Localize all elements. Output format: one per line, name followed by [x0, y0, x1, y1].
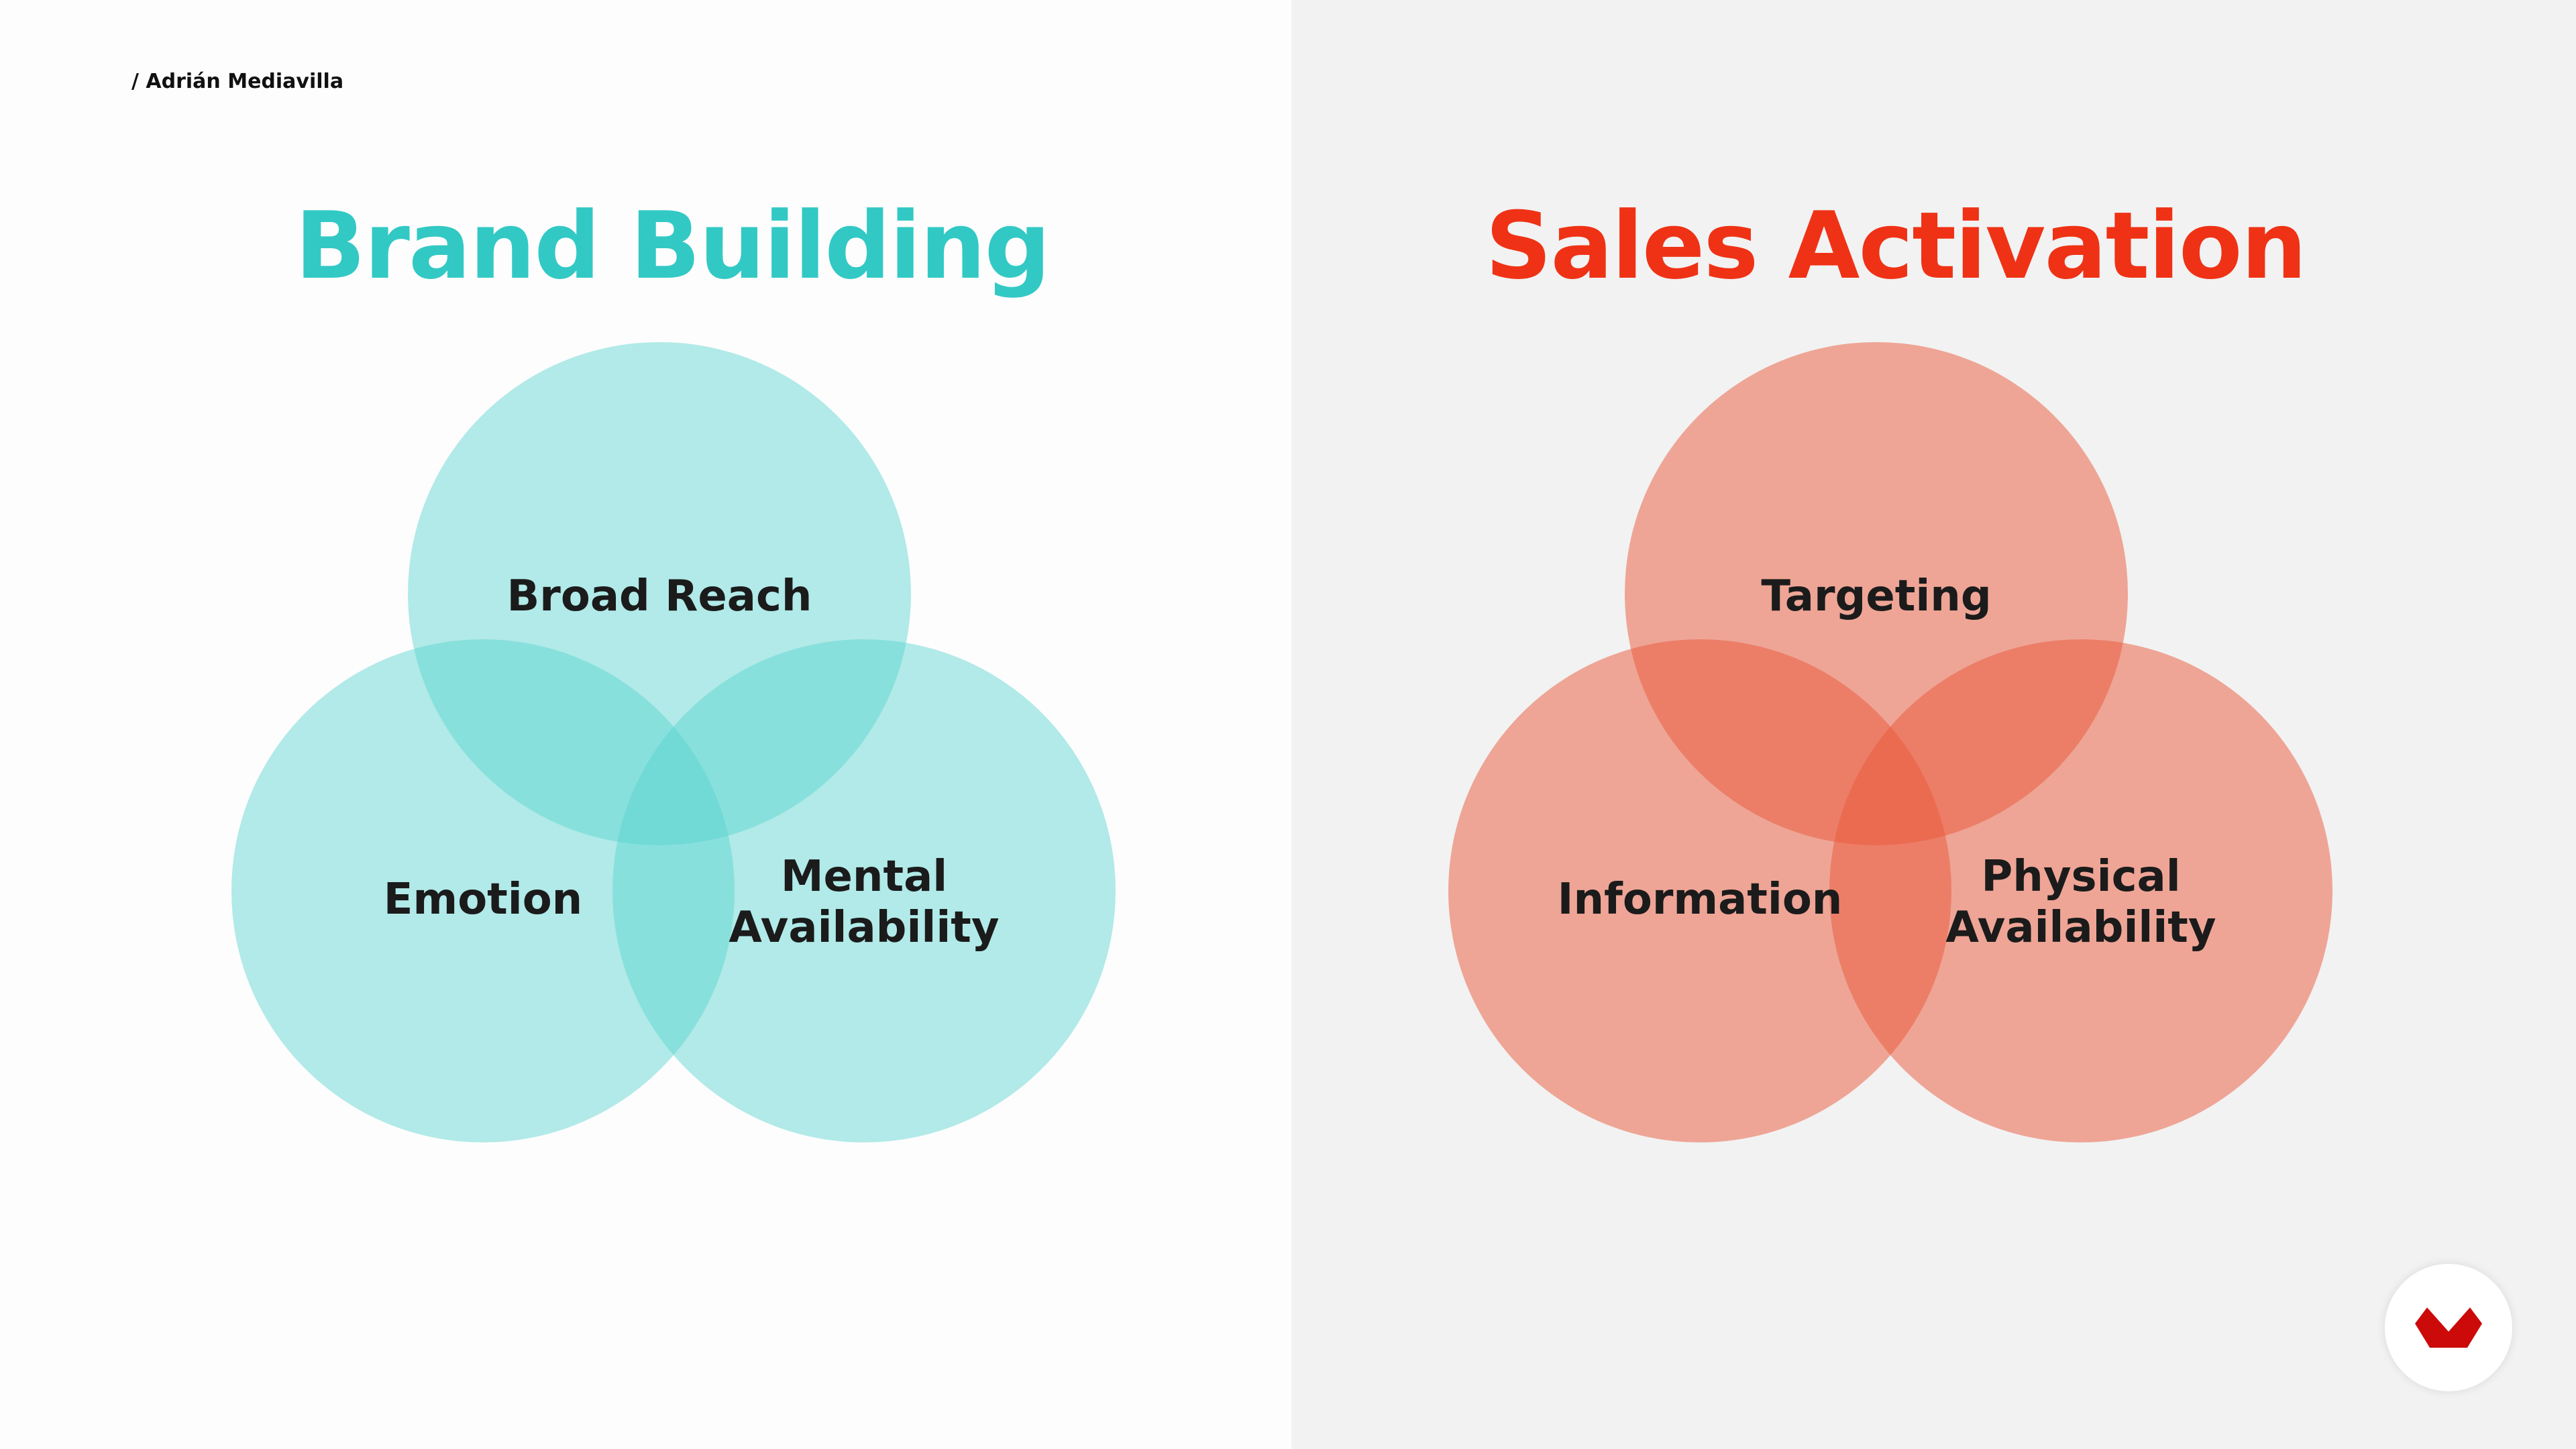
physical-availability-circle	[1829, 639, 2332, 1142]
information-circle	[1448, 639, 1951, 1142]
mental-availability-label-line-1: Mental	[780, 852, 948, 902]
broad-reach-label: Broad Reach	[506, 572, 812, 621]
mental-availability-circle	[612, 639, 1116, 1142]
sales-activation-venn	[1448, 342, 2332, 1142]
brand-building-panel	[0, 0, 1291, 1449]
physical-availability-label: Physical Availability	[1880, 851, 2282, 953]
logo-badge	[2385, 1264, 2512, 1391]
brand-logo-icon	[2415, 1307, 2482, 1348]
physical-availability-label-line-2: Availability	[1945, 903, 2216, 953]
brand-building-title: Brand Building	[294, 192, 1051, 300]
brand-building-venn	[231, 342, 1116, 1142]
emotion-circle	[231, 639, 735, 1142]
broad-reach-circle	[408, 342, 911, 845]
mental-availability-label: Mental Availability	[663, 851, 1065, 953]
targeting-label: Targeting	[1761, 572, 1992, 621]
mental-availability-label-line-2: Availability	[729, 903, 1000, 953]
sales-activation-title: Sales Activation	[1485, 192, 2307, 300]
emotion-label: Emotion	[383, 875, 583, 924]
author-credit: / Adrián Mediavilla	[131, 70, 344, 93]
information-label: Information	[1557, 875, 1843, 924]
physical-availability-label-line-1: Physical	[1981, 852, 2181, 902]
